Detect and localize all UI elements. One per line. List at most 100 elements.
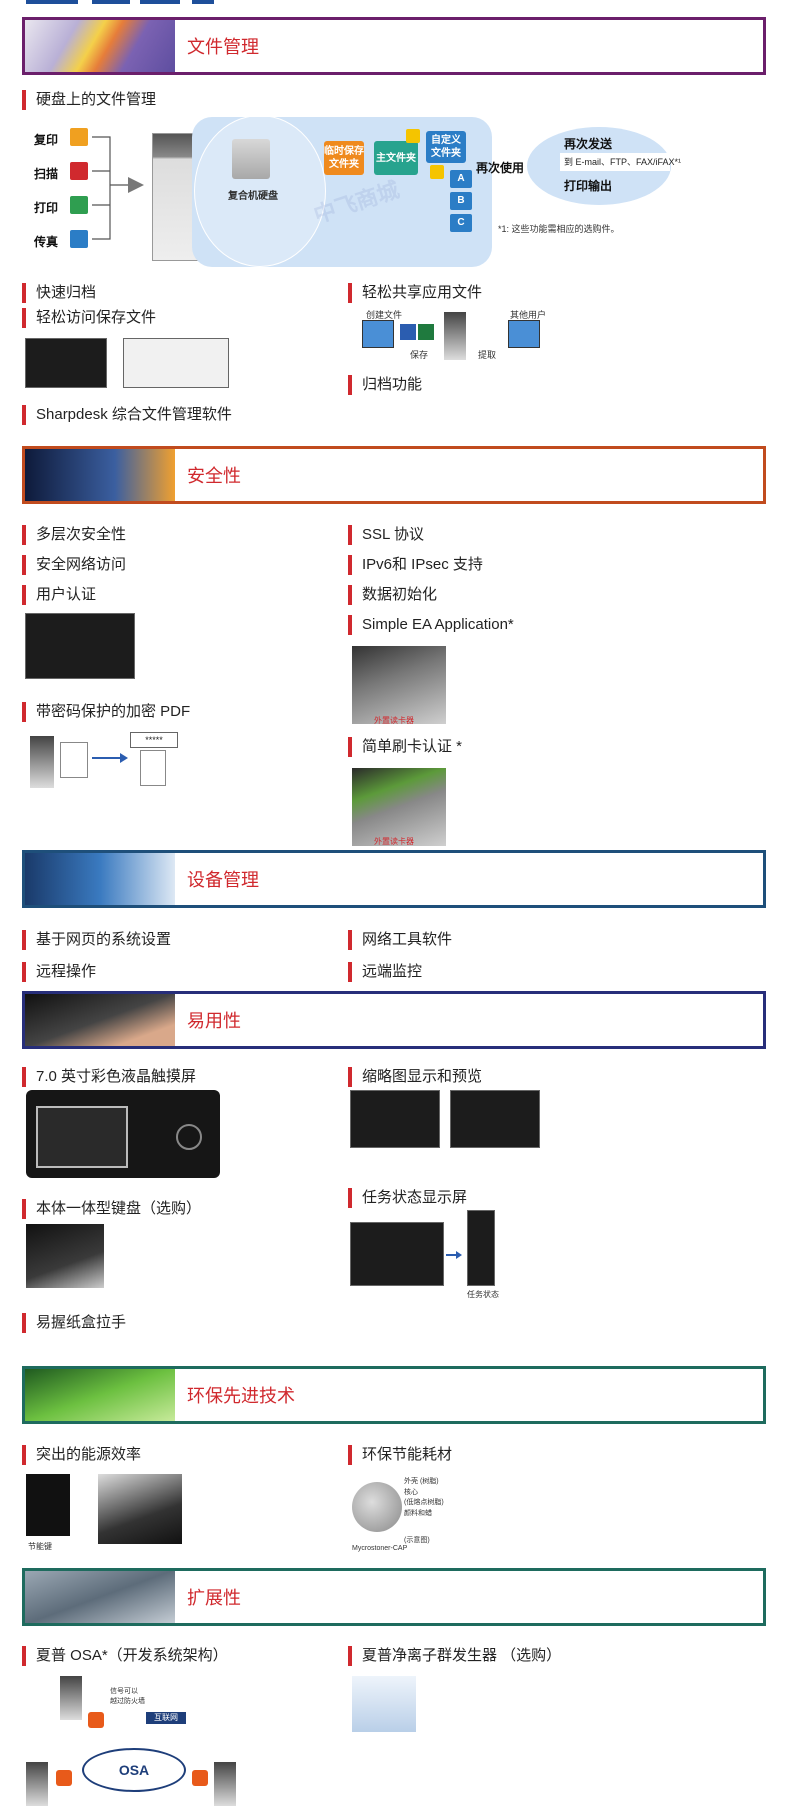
caption-create: 创建文件 (366, 310, 403, 320)
section-title: 安全性 (187, 466, 241, 486)
circuit-image (25, 1571, 175, 1623)
toner-pigment: 颜料和蜡 (404, 1510, 432, 1517)
caption-other-user: 其他用户 (510, 310, 547, 320)
card-reader-caption: 外置读卡器 (374, 837, 414, 846)
osa-logo: OSA (82, 1748, 186, 1792)
section-title: 设备管理 (187, 870, 259, 890)
section-banner-expand: 扩展性 (22, 1568, 766, 1626)
caption-retrieve: 提取 (478, 350, 497, 360)
resend-destinations: 到 E-mail、FTP、FAX/iFAX*¹ (560, 153, 681, 171)
card-reader-photo-2 (352, 768, 446, 846)
input-scan: 扫描 (34, 167, 59, 181)
subheading-hdd: 硬盘上的文件管理 (22, 90, 156, 110)
item-data-init: 数据初始化 (348, 585, 437, 605)
screenshot-thumbnails (25, 338, 107, 388)
section-banner-file-management: 文件管理 (22, 17, 766, 75)
device-image (25, 853, 175, 905)
item-keyboard: 本体一体型键盘（选购） (22, 1199, 201, 1219)
item-remote-monitor: 远端监控 (348, 962, 422, 982)
item-archive: 归档功能 (348, 375, 422, 395)
print-icon (70, 196, 88, 214)
item-plasmacluster: 夏普净离子群发生器 （选购） (348, 1646, 561, 1666)
firewall-icon (88, 1712, 104, 1728)
section-banner-security: 安全性 (22, 446, 766, 504)
screenshot-list (123, 338, 229, 388)
card-reader-photo-1 (352, 646, 446, 724)
item-user-auth: 用户认证 (22, 585, 96, 605)
plasmacluster-image (352, 1676, 416, 1732)
item-thumbnail-preview: 缩略图显示和预览 (348, 1067, 482, 1087)
section-title: 扩展性 (187, 1588, 241, 1608)
item-ssl: SSL 协议 (348, 525, 424, 545)
reuse-label: 再次使用 (476, 161, 525, 175)
keyboard-image (25, 994, 175, 1046)
osa-diagram: 信号可以 越过防火墙 互联网 OSA (26, 1672, 236, 1812)
section-banner-eco: 环保先进技术 (22, 1366, 766, 1424)
folders-image (25, 20, 175, 72)
caption-save: 保存 (410, 350, 429, 360)
toner-illustration: (示意图) (404, 1537, 430, 1544)
input-copy: 复印 (34, 133, 59, 147)
folder-b: B (450, 192, 472, 210)
share-diagram: 创建文件 保存 提取 其他用户 (360, 308, 546, 368)
lock-icon (406, 129, 420, 143)
section-banner-usability: 易用性 (22, 991, 766, 1049)
lock-icon (430, 165, 444, 179)
internet-label: 互联网 (146, 1712, 186, 1724)
firewall-icon (56, 1770, 72, 1786)
leaf-image (25, 1369, 175, 1421)
hdd-label: 复合机硬盘 (228, 191, 278, 202)
firewall-note: 信号可以 越过防火墙 (110, 1688, 145, 1705)
document-lock-icon (60, 742, 88, 778)
section-title: 文件管理 (187, 37, 259, 57)
item-encrypted-pdf: 带密码保护的加密 PDF (22, 702, 190, 722)
scanner-lamp-photo (98, 1474, 182, 1544)
item-sharpdesk: Sharpdesk 综合文件管理软件 (22, 405, 232, 425)
temp-folder: 临时保存 文件夹 (324, 141, 364, 175)
main-folder: 主文件夹 (374, 141, 418, 175)
item-tray-handle: 易握纸盒拉手 (22, 1313, 126, 1333)
excel-icon (418, 324, 434, 340)
section-title: 易用性 (187, 1011, 241, 1031)
input-connector-lines (92, 136, 144, 240)
mfp-image (60, 1676, 82, 1720)
input-print: 打印 (34, 201, 59, 215)
item-multilayer-security: 多层次安全性 (22, 525, 126, 545)
item-network-tools: 网络工具软件 (348, 930, 452, 950)
reprint-label: 打印输出 (564, 179, 613, 193)
laptop-icon (508, 320, 540, 348)
pdf-icon (140, 750, 166, 786)
power-key-photo (26, 1474, 70, 1536)
mfp-image (214, 1762, 236, 1806)
folder-a: A (450, 170, 472, 188)
item-web-settings: 基于网页的系统设置 (22, 930, 171, 950)
item-ipv6: IPv6和 IPsec 支持 (348, 555, 483, 575)
item-remote-op: 远程操作 (22, 962, 96, 982)
screenshot-job-status (350, 1222, 444, 1286)
item-touchscreen: 7.0 英寸彩色液晶触摸屏 (22, 1067, 196, 1087)
item-secure-network: 安全网络访问 (22, 555, 126, 575)
hdd-diagram: 复印 扫描 打印 传真 复合机硬盘 临时保存 文件夹 主文件夹 自定义 文件夹 … (22, 115, 766, 275)
mfp-image (444, 312, 466, 360)
screen-area (36, 1106, 128, 1168)
scan-icon (70, 162, 88, 180)
section-title: 环保先进技术 (187, 1386, 295, 1406)
job-status-caption: 任务状态 (467, 1290, 499, 1299)
item-quick-file: 快速归档 (22, 283, 96, 303)
screenshot-auth (25, 613, 135, 679)
item-eco-toner: 环保节能耗材 (348, 1445, 452, 1465)
arrow-icon (446, 1251, 462, 1259)
copy-icon (70, 128, 88, 146)
item-simple-ea: Simple EA Application* (348, 615, 514, 635)
keyboard-photo (26, 1224, 104, 1288)
section-banner-device: 设备管理 (22, 850, 766, 908)
item-easy-access: 轻松访问保存文件 (22, 308, 156, 328)
pc-icon (362, 320, 394, 348)
item-osa: 夏普 OSA*（开发系统架构） (22, 1646, 228, 1666)
item-easy-share: 轻松共享应用文件 (348, 283, 482, 303)
hdd-icon (232, 139, 270, 179)
resend-label: 再次发送 (564, 137, 613, 151)
card-reader-caption: 外置读卡器 (374, 716, 414, 725)
security-image (25, 449, 175, 501)
input-fax: 传真 (34, 235, 59, 249)
